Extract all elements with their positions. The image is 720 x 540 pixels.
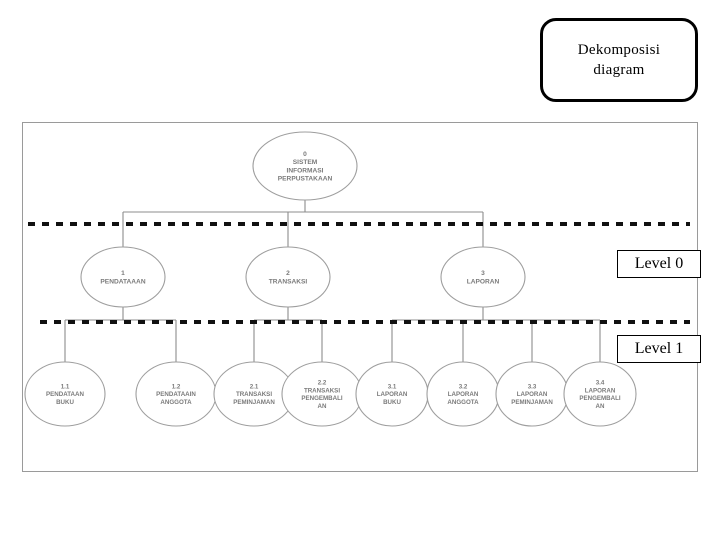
- node-3-label-1: LAPORAN: [467, 278, 500, 285]
- node-0-label-0: 0: [303, 151, 307, 158]
- node-2-2-label-1: TRANSAKSI: [304, 387, 340, 394]
- node-2-shape: [245, 246, 331, 308]
- node-1-1-shape: [24, 361, 106, 427]
- node-3-2-label-2: ANGGOTA: [447, 399, 479, 406]
- node-2-1-label-1: TRANSAKSI: [236, 391, 272, 398]
- node-2-label-1: TRANSAKSI: [269, 278, 308, 285]
- level-0-label-box: Level 0: [617, 250, 701, 278]
- node-1-label-0: 1: [121, 270, 125, 277]
- node-0-label-2: INFORMASI: [287, 167, 324, 174]
- node-1-label-1: PENDATAAAN: [100, 278, 145, 285]
- node-1-2-label-0: 1.2: [172, 383, 181, 390]
- node-0-label-3: PERPUSTAKAAN: [278, 176, 333, 183]
- node-2-2-label-2: PENGEMBALI: [301, 395, 343, 402]
- node-1-1-label-1: PENDATAAN: [46, 391, 84, 398]
- node-2-1-label-0: 2.1: [250, 383, 259, 390]
- node-3-1-label-1: LAPORAN: [377, 391, 408, 398]
- node-3-2-label-1: LAPORAN: [448, 391, 479, 398]
- connector-group-level1: [64, 307, 601, 362]
- node-2-label-0: 2: [286, 270, 290, 277]
- node-1-2-label-1: PENDATAAIN: [156, 391, 196, 398]
- title-box: Dekomposisi diagram: [540, 18, 698, 102]
- node-1-shape: [80, 246, 166, 308]
- node-3-4-label-3: AN: [596, 403, 605, 410]
- node-3-2-label-0: 3.2: [459, 383, 468, 390]
- node-3-1-label-0: 3.1: [388, 383, 397, 390]
- node-3-shape: [440, 246, 526, 308]
- separators-group: [28, 222, 690, 324]
- node-3-4-label-1: LAPORAN: [585, 387, 616, 394]
- level-1-label: Level 1: [634, 340, 684, 357]
- node-3-3-label-1: LAPORAN: [517, 391, 548, 398]
- node-0-label-1: SISTEM: [293, 159, 318, 166]
- node-3-label-0: 3: [481, 270, 485, 277]
- level-1-label-box: Level 1: [617, 335, 701, 363]
- node-3-3-label-0: 3.3: [528, 383, 537, 390]
- node-3-4-label-0: 3.4: [596, 379, 605, 386]
- node-3-1-label-2: BUKU: [383, 399, 401, 406]
- node-2-2-label-0: 2.2: [318, 379, 327, 386]
- node-1-1-label-0: 1.1: [61, 383, 70, 390]
- node-2-1-label-2: PEMINJAMAN: [233, 399, 275, 406]
- node-1-1-label-2: BUKU: [56, 399, 74, 406]
- node-3-4-shape: [563, 361, 637, 427]
- title-text: Dekomposisi diagram: [577, 41, 661, 78]
- node-1-2-label-2: ANGGOTA: [160, 399, 192, 406]
- node-3-3-label-2: PEMINJAMAN: [511, 399, 553, 406]
- node-3-4-label-2: PENGEMBALI: [579, 395, 621, 402]
- connector-group-root: [122, 200, 484, 247]
- node-0-shape: [252, 131, 358, 201]
- node-2-2-label-3: AN: [318, 403, 327, 410]
- level-0-label: Level 0: [634, 255, 684, 272]
